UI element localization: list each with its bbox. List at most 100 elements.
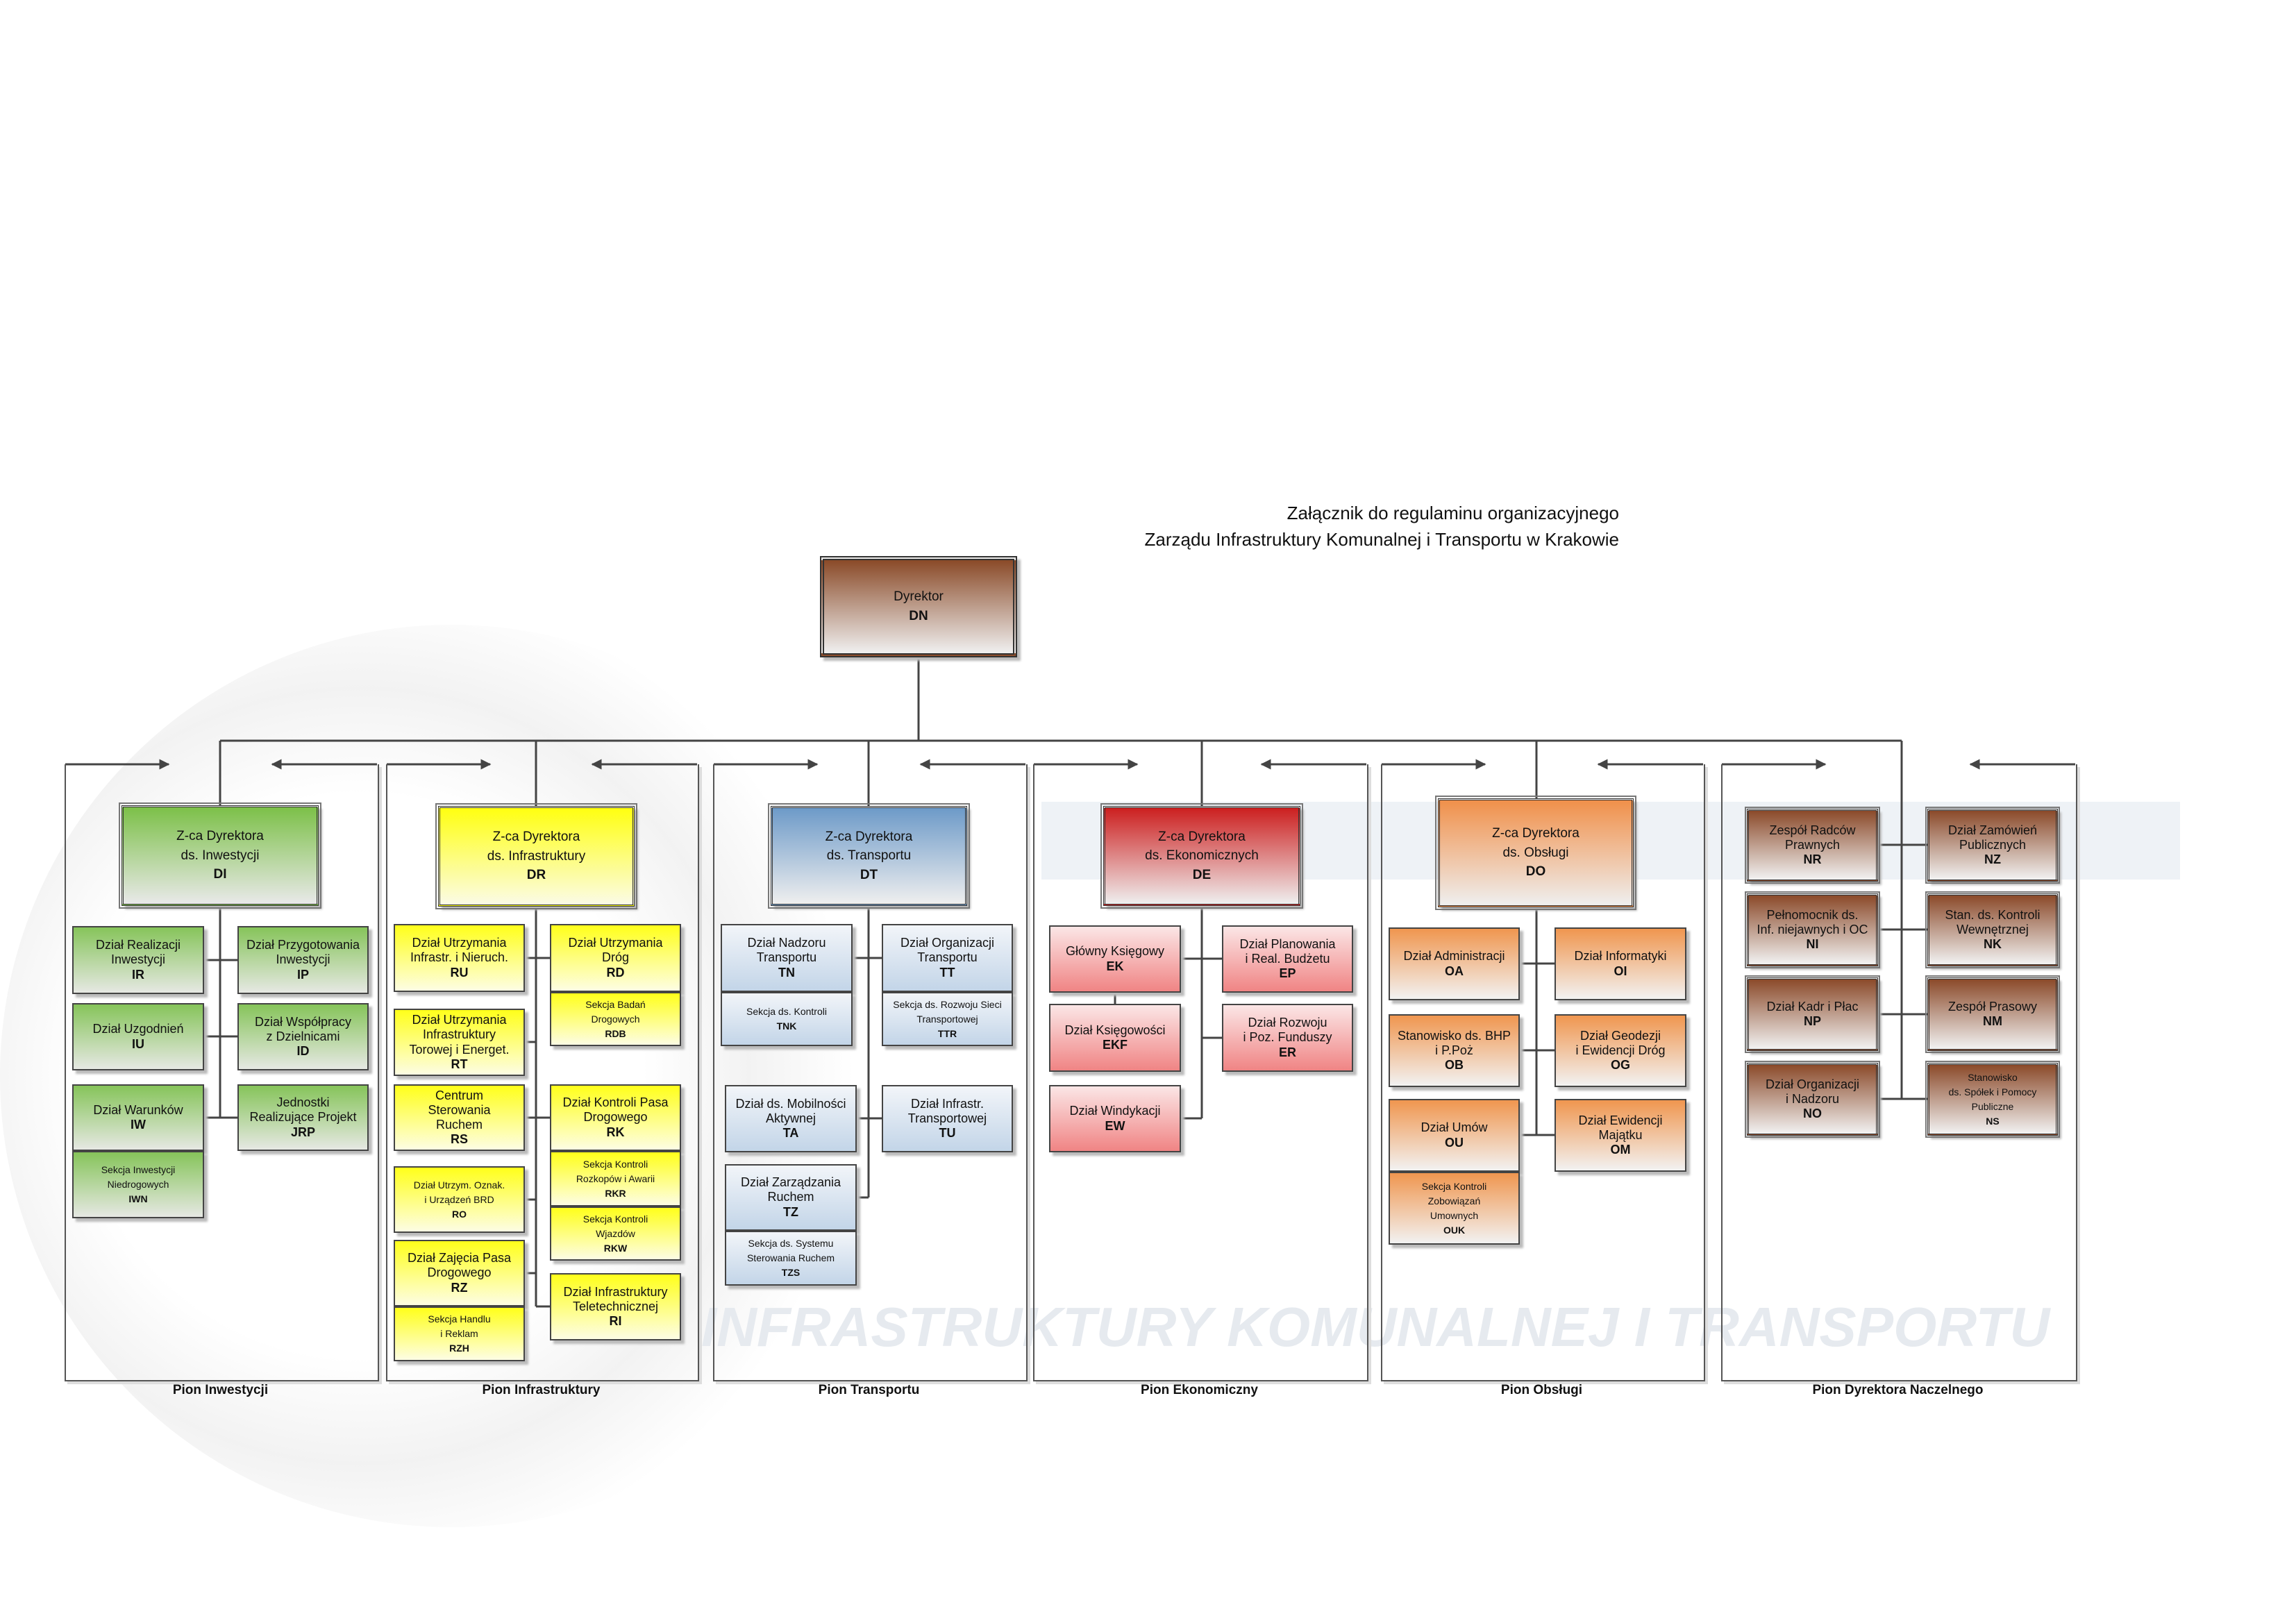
unit-name: Dział Infrastr. Transportowej [907, 1096, 987, 1125]
unit-name: Dział Geodezji i Ewidencji Dróg [1575, 1028, 1666, 1057]
unit-name: Dział Kontroli Pasa Drogowego [562, 1095, 669, 1125]
unit-name: Dział Utrzymania Infrastr. i Nieruch. [410, 936, 509, 965]
watermark-arc [0, 625, 903, 1527]
header-line-2: Zarządu Infrastruktury Komunalnej i Tran… [1144, 529, 1619, 550]
unit-code: OI [1614, 964, 1627, 978]
unit-code: NP [1803, 1014, 1821, 1028]
unit-code: RZ [451, 1280, 468, 1295]
unit-code: DT [860, 867, 878, 882]
unit-name: Sekcja Inwestycji Niedrogowych [101, 1164, 176, 1190]
unit-name: Centrum Sterowania Ruchem [428, 1088, 491, 1132]
division-label: Pion Inwestycji [172, 1383, 269, 1397]
unit-name: Z-ca Dyrektora ds. Infrastruktury [487, 830, 586, 864]
header-line-1: Załącznik do regulaminu organizacyjnego [1287, 503, 1619, 523]
unit-code: NM [1983, 1014, 2002, 1028]
unit-code: TZ [783, 1204, 798, 1219]
unit-code: TA [782, 1126, 799, 1141]
division-frame [1721, 764, 2077, 1381]
unit-code: OA [1445, 964, 1464, 978]
unit-code: NK [1984, 937, 2002, 952]
department-box[interactable]: Dział Utrzymania Infrastruktury Torowej … [394, 1009, 525, 1076]
unit-name: Dział Zarządzania Ruchem [740, 1175, 841, 1204]
unit-name: Jednostki Realizujące Projekt [249, 1095, 357, 1125]
unit-name: Z-ca Dyrektora ds. Transportu [825, 829, 913, 864]
unit-code: DO [1525, 864, 1546, 880]
unit-code: TT [939, 965, 955, 979]
division-label: Pion Ekonomiczny [1141, 1383, 1258, 1397]
department-box[interactable]: Dział Utrzymania Infrastr. i Nieruch.RU [394, 924, 525, 992]
unit-code: RT [451, 1057, 468, 1071]
unit-code: TU [939, 1126, 956, 1141]
unit-code: OU [1445, 1135, 1464, 1150]
section-box[interactable]: Stanowisko ds. Spółek i Pomocy Publiczne… [1925, 1061, 2060, 1138]
director-title: Dyrektor [894, 589, 944, 604]
unit-code: NI [1806, 937, 1819, 952]
unit-name: Dział Utrzym. Oznak. i Urządzeń BRD [413, 1179, 505, 1205]
unit-code: DI [213, 867, 227, 882]
unit-code: DR [526, 868, 546, 883]
unit-code: RKW [603, 1242, 628, 1254]
unit-name: Dział Utrzymania Dróg [568, 936, 663, 965]
division-label: Pion Transportu [818, 1383, 920, 1397]
director-box[interactable]: Dyrektor DN [820, 556, 1017, 657]
unit-code: ER [1278, 1045, 1296, 1059]
unit-name: Zespół Prasowy [1947, 999, 2038, 1014]
unit-code: OUK [1443, 1224, 1466, 1236]
unit-name: Dział Przygotowania Inwestycji [246, 938, 360, 967]
unit-name: Dział Nadzoru Transportu [747, 936, 826, 965]
division-frame [65, 764, 379, 1381]
unit-code: NZ [1984, 852, 2001, 867]
unit-name: Pełnomocnik ds. Inf. niejawnych i OC [1757, 907, 1868, 936]
unit-name: Dział Informatyki [1574, 949, 1667, 964]
